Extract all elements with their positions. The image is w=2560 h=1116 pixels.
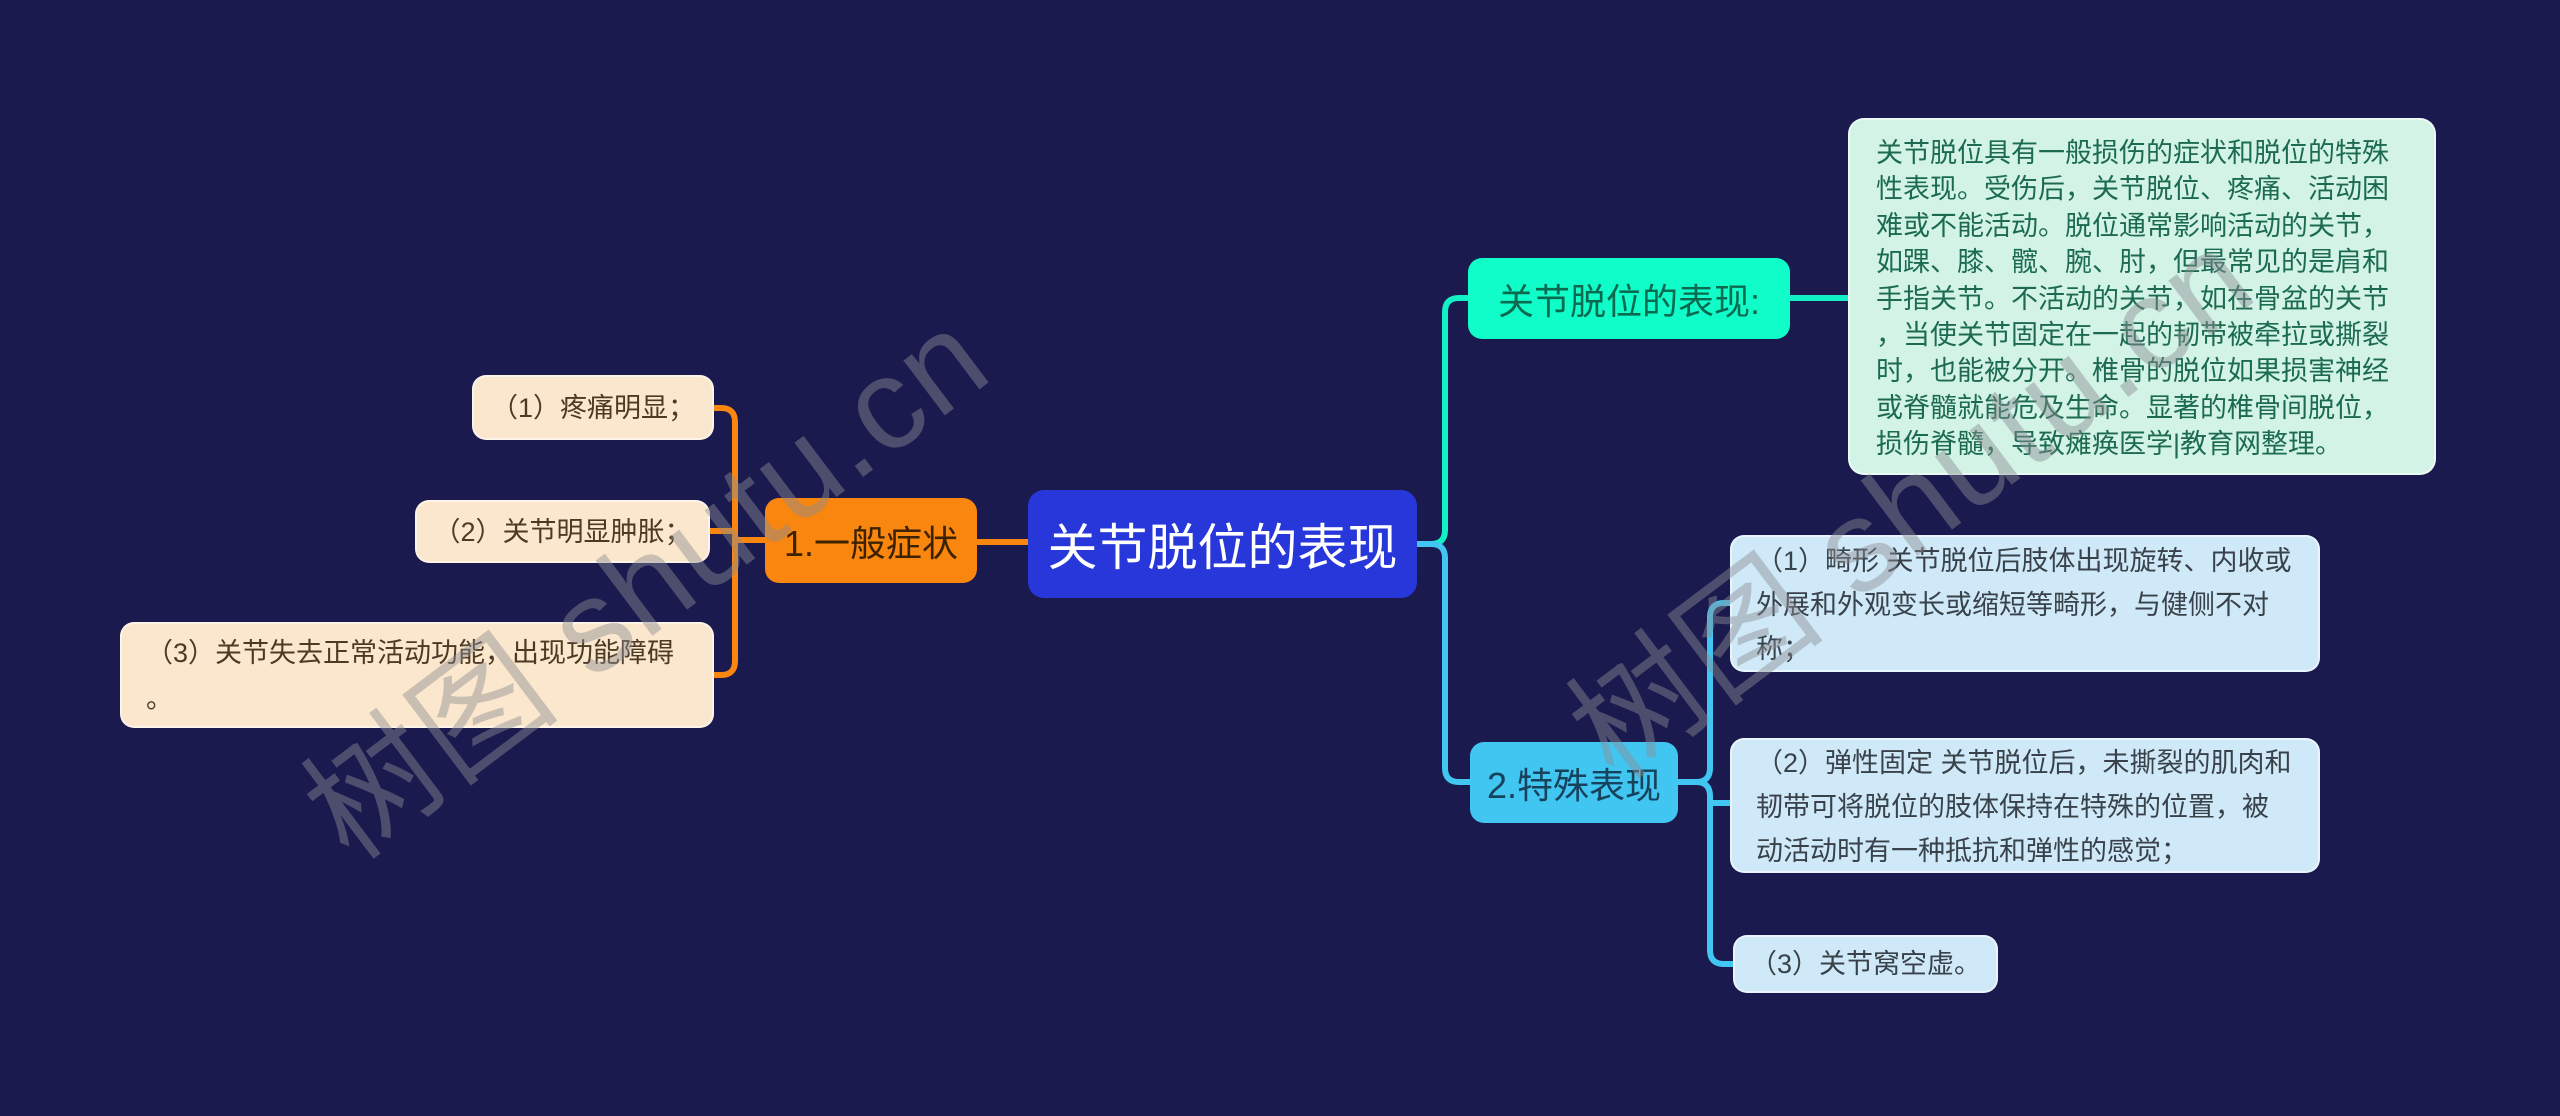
connector-root-to-special [1414, 541, 1481, 785]
leaf-function-loss[interactable]: （3）关节失去正常活动功能，出现功能障碍。 [120, 622, 714, 728]
branch-node-general-symptoms[interactable]: 1.一般症状 [765, 498, 977, 583]
leaf-pain[interactable]: （1）疼痛明显； [472, 375, 714, 440]
connector-root-to-performance [1414, 295, 1481, 547]
branch-node-special-manifestations[interactable]: 2.特殊表现 [1470, 742, 1678, 823]
branch-node-performance[interactable]: 关节脱位的表现: [1468, 258, 1790, 339]
leaf-deformity[interactable]: （1）畸形 关节脱位后肢体出现旋转、内收或外展和外观变长或缩短等畸形，与健侧不对… [1730, 535, 2320, 672]
leaf-elastic-fixation[interactable]: （2）弹性固定 关节脱位后，未撕裂的肌肉和韧带可将脱位的肢体保持在特殊的位置，被… [1730, 738, 2320, 873]
connector-special-spine-down [1675, 779, 1745, 967]
note-performance-description[interactable]: 关节脱位具有一般损伤的症状和脱位的特殊性表现。受伤后，关节脱位、疼痛、活动困难或… [1848, 118, 2436, 475]
leaf-empty-socket[interactable]: （3）关节窝空虚。 [1733, 935, 1998, 993]
root-node[interactable]: 关节脱位的表现 [1028, 490, 1417, 598]
leaf-swelling[interactable]: （2）关节明显肿胀； [415, 500, 710, 563]
